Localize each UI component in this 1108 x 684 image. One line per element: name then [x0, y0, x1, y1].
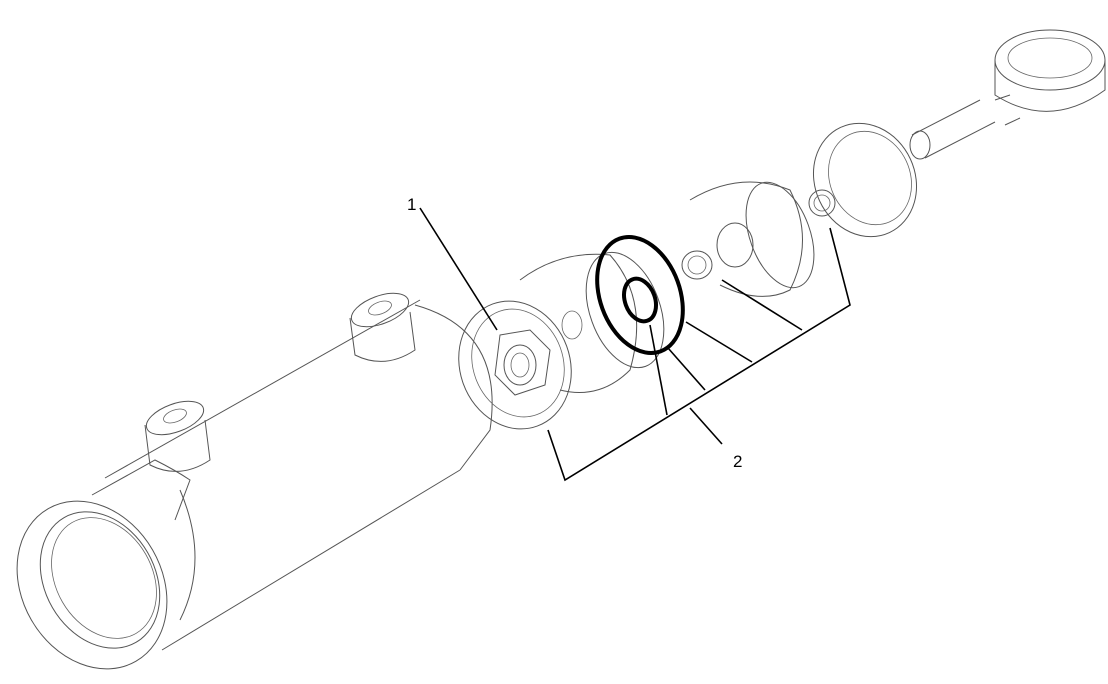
end-cap: [808, 122, 918, 238]
gland: [681, 181, 815, 297]
leader-lines: [419, 207, 851, 482]
callout-1: 1: [407, 195, 417, 214]
piston: [519, 234, 685, 393]
rod-clevis: [909, 29, 1106, 160]
piston-nut: [458, 300, 572, 430]
cylinder-barrel: [16, 292, 493, 670]
callout-2: 2: [733, 452, 743, 471]
